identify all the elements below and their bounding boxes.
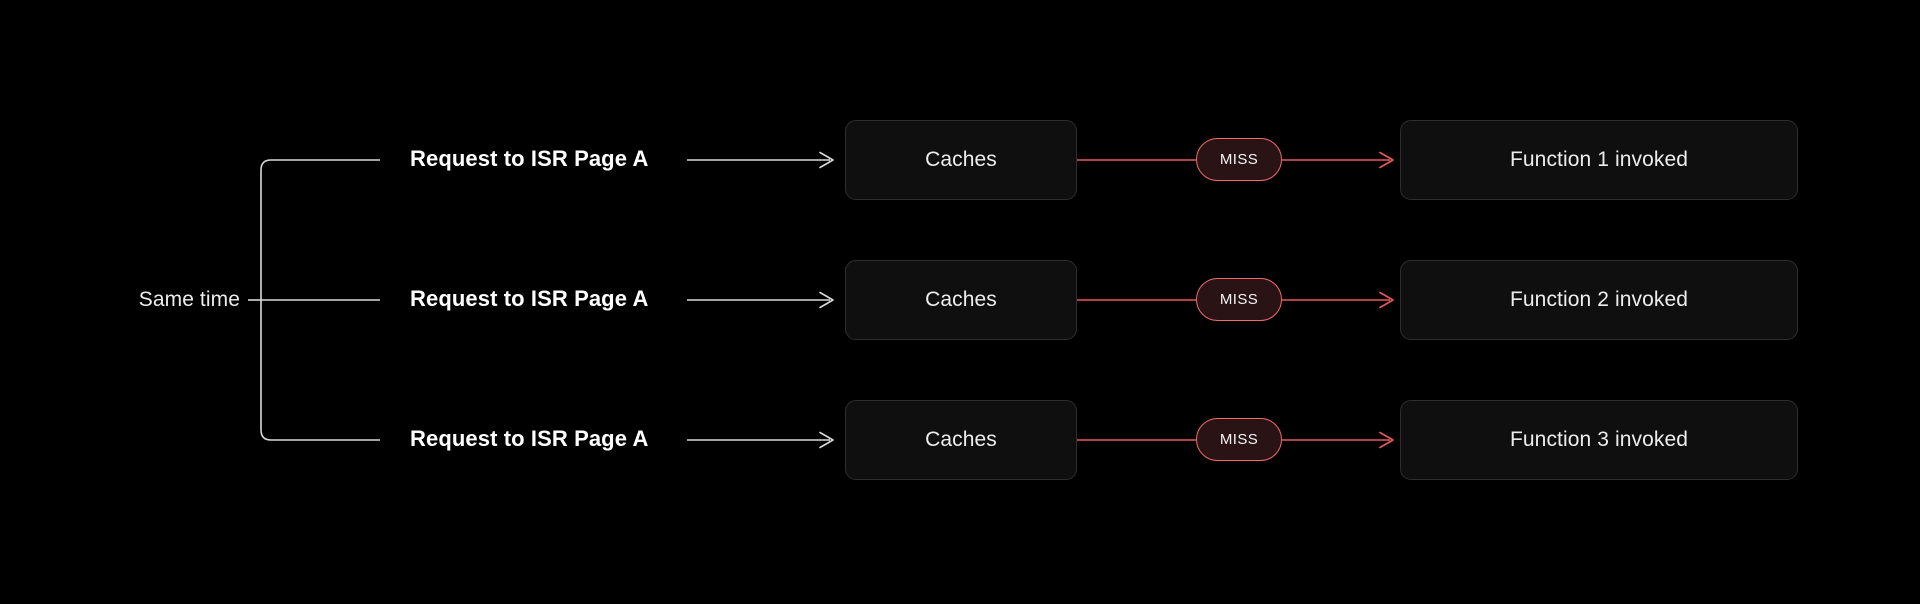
arrow-request-to-cache-row-3 bbox=[687, 431, 834, 449]
function-box-row-3: Function 3 invoked bbox=[1400, 400, 1798, 480]
cache-box-row-2: Caches bbox=[845, 260, 1077, 340]
request-label-row-1: Request to ISR Page A bbox=[410, 146, 649, 171]
request-label-row-3: Request to ISR Page A bbox=[410, 426, 649, 451]
cache-box-row-1: Caches bbox=[845, 120, 1077, 200]
same-time-bracket bbox=[260, 159, 380, 441]
request-label-row-2: Request to ISR Page A bbox=[410, 286, 649, 311]
function-box-row-1: Function 1 invoked bbox=[1400, 120, 1798, 200]
miss-badge-row-1: MISS bbox=[1196, 138, 1282, 181]
arrow-miss-to-function-row-1 bbox=[1282, 151, 1394, 169]
same-time-label: Same time bbox=[138, 288, 240, 311]
miss-badge-row-2: MISS bbox=[1196, 278, 1282, 321]
arrow-request-to-cache-row-2 bbox=[687, 291, 834, 309]
miss-badge-row-3: MISS bbox=[1196, 418, 1282, 461]
arrow-miss-to-function-row-3 bbox=[1282, 431, 1394, 449]
arrow-miss-to-function-row-2 bbox=[1282, 291, 1394, 309]
function-box-row-2: Function 2 invoked bbox=[1400, 260, 1798, 340]
arrow-request-to-cache-row-1 bbox=[687, 151, 834, 169]
cache-box-row-3: Caches bbox=[845, 400, 1077, 480]
